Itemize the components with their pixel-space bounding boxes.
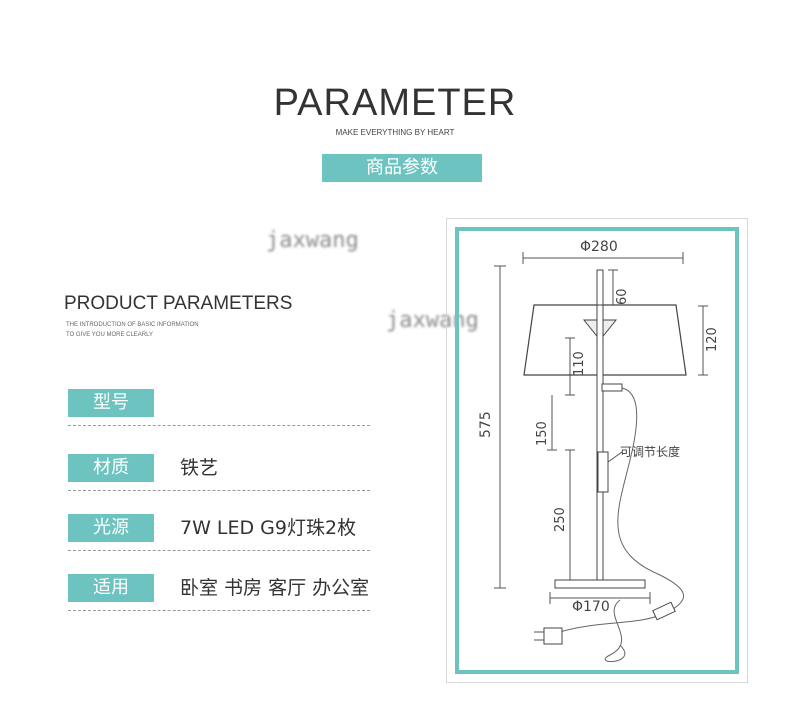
power-cord-lower <box>559 611 669 633</box>
row-divider <box>68 490 370 491</box>
power-cord <box>617 387 685 613</box>
label-adjustable-note: 可调节长度 <box>620 444 680 459</box>
param-row-material: 材质 铁艺 <box>68 454 370 494</box>
param-row-model: 型号 <box>68 389 370 429</box>
param-label: 型号 <box>68 389 154 417</box>
product-params-intro: THE INTRODUCTION OF BASIC INFORMATION TO… <box>66 320 199 340</box>
label-total-height: 575 <box>478 411 494 438</box>
section-tag: 商品参数 <box>322 154 482 182</box>
param-row-usage: 适用 卧室 书房 客厅 办公室 <box>68 574 370 614</box>
label-shade-diameter: Φ280 <box>580 239 618 255</box>
diagram-frame <box>455 227 739 674</box>
watermark-left: jaxwang <box>266 228 359 253</box>
label-shade-height: 120 <box>705 327 720 352</box>
watermark-right: jaxwang <box>386 308 479 333</box>
param-label: 光源 <box>68 514 154 542</box>
cord-coil <box>604 599 626 662</box>
lamp-shade <box>523 304 687 376</box>
param-value: 7W LED G9灯珠2枚 <box>180 517 357 539</box>
diagram-outer-frame <box>446 218 748 683</box>
label-upper-gap: 110 <box>572 351 587 376</box>
lamp-base <box>554 579 646 589</box>
power-plug <box>543 627 563 645</box>
row-divider <box>68 550 370 551</box>
product-params-title: PRODUCT PARAMETERS <box>64 293 293 314</box>
param-label: 材质 <box>68 454 154 482</box>
label-base-diameter: Φ170 <box>572 599 610 615</box>
label-mid-section: 150 <box>535 421 550 446</box>
intro-line-2: TO GIVE YOU MORE CLEARLY <box>66 332 154 338</box>
label-top-height: 60 <box>615 288 630 305</box>
intro-line-1: THE INTRODUCTION OF BASIC INFORMATION <box>66 322 199 328</box>
stem-connector <box>601 383 623 392</box>
param-value: 卧室 书房 客厅 办公室 <box>180 577 370 599</box>
lamp-stem <box>596 304 604 581</box>
row-divider <box>68 610 370 611</box>
lamp-finial <box>596 269 604 306</box>
page-subtitle: MAKE EVERYTHING BY HEART <box>335 128 455 137</box>
label-lower-section: 250 <box>553 507 568 532</box>
note-pointer <box>607 451 623 463</box>
param-label: 适用 <box>68 574 154 602</box>
adjustable-sleeve <box>597 451 609 493</box>
page-title: PARAMETER <box>273 82 517 124</box>
param-value: 铁艺 <box>180 457 219 479</box>
param-row-light-source: 光源 7W LED G9灯珠2枚 <box>68 514 370 554</box>
inline-switch <box>652 601 676 621</box>
row-divider <box>68 425 370 426</box>
